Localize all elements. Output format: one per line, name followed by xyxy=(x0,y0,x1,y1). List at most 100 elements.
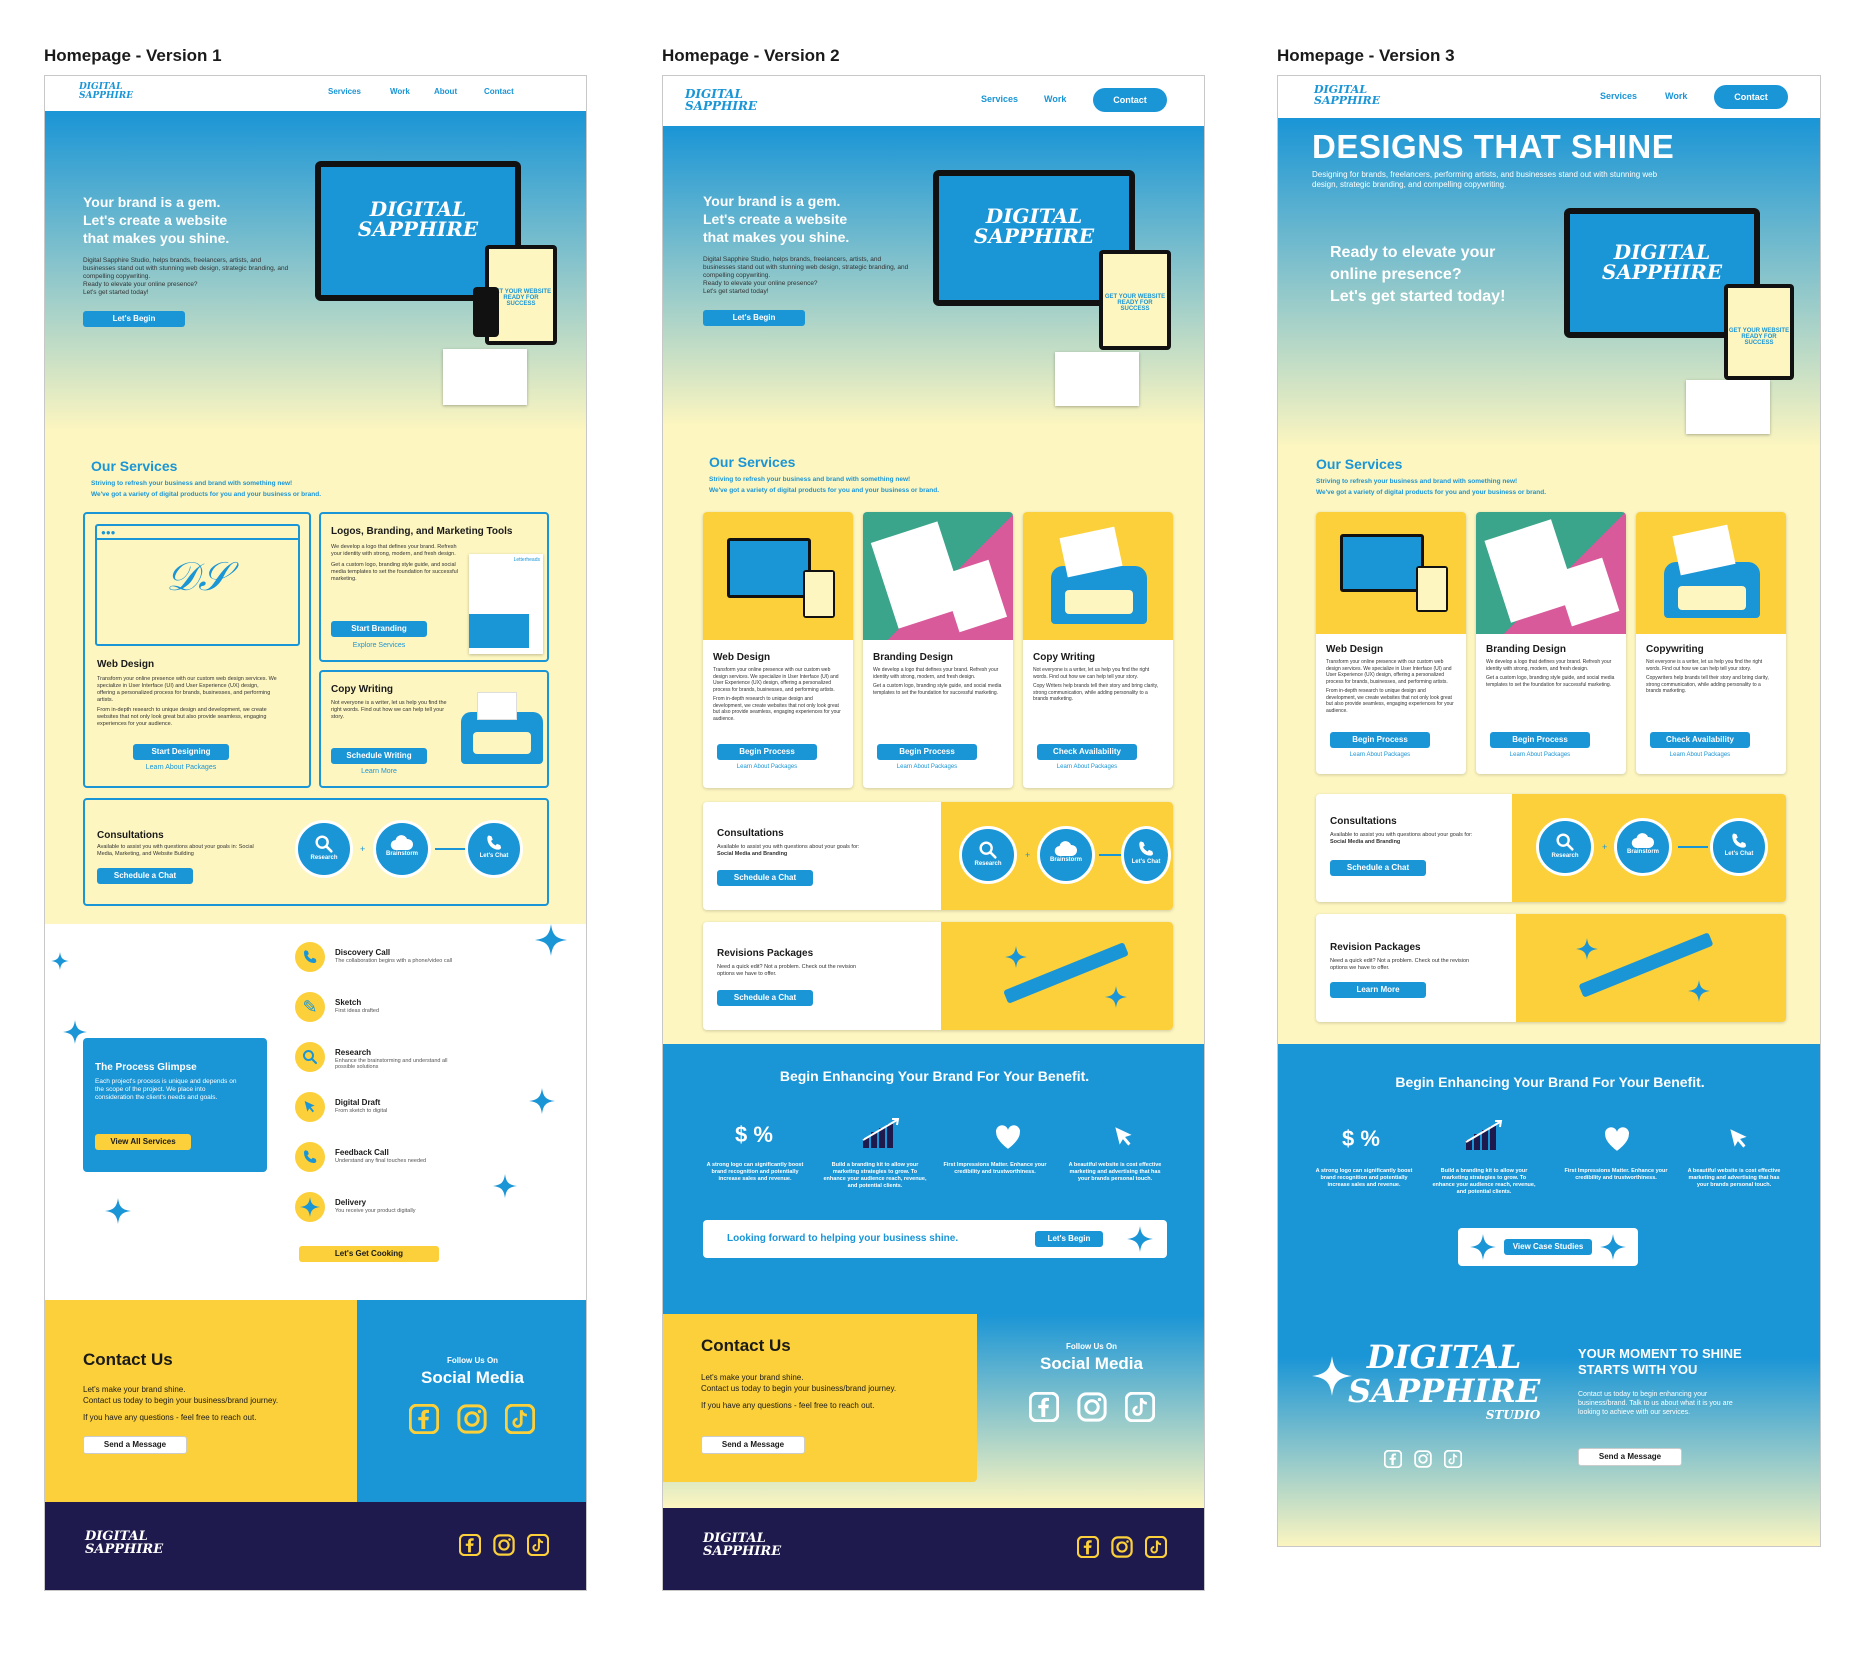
star-icon xyxy=(300,1197,320,1217)
lets-begin-button[interactable]: Let's Begin xyxy=(1035,1231,1103,1247)
send-message-button[interactable]: Send a Message xyxy=(1578,1448,1682,1466)
learn-about-packages-link[interactable]: Learn About Packages xyxy=(1669,752,1731,758)
facebook-icon[interactable] xyxy=(409,1404,439,1434)
star-icon xyxy=(105,1198,131,1224)
begin-process-button[interactable]: Begin Process xyxy=(1330,732,1430,748)
arrow xyxy=(435,848,465,850)
start-designing-button[interactable]: Start Designing xyxy=(133,744,229,760)
process-step: Digital Draft From sketch to digital xyxy=(295,1092,555,1142)
web-design-body: Transform your online presence with our … xyxy=(713,667,841,722)
tiktok-icon[interactable] xyxy=(1125,1392,1155,1422)
learn-about-packages-link[interactable]: Learn About Packages xyxy=(1349,752,1411,758)
schedule-chat-button[interactable]: Schedule a Chat xyxy=(717,990,813,1006)
cursor-icon xyxy=(1111,1124,1137,1150)
send-message-button[interactable]: Send a Message xyxy=(701,1436,805,1454)
star-icon xyxy=(1470,1234,1496,1260)
learn-about-packages-link[interactable]: Learn About Packages xyxy=(896,764,958,770)
begin-process-button[interactable]: Begin Process xyxy=(1490,732,1590,748)
ds-monogram: 𝒟𝒮 xyxy=(166,554,229,600)
process-step: Feedback Call Understand any final touch… xyxy=(295,1142,555,1192)
learn-about-packages-link[interactable]: Learn About Packages xyxy=(1056,764,1118,770)
branding-design-card: Branding Design We develop a logo that d… xyxy=(863,512,1013,788)
phone-icon xyxy=(301,948,319,966)
explore-services-link[interactable]: Explore Services xyxy=(352,642,406,649)
copy-writing-body: Not everyone is a writer, let us help yo… xyxy=(1033,667,1159,702)
money-icon: $ % xyxy=(735,1122,773,1147)
tiktok-icon[interactable] xyxy=(1145,1536,1167,1558)
facebook-icon[interactable] xyxy=(1384,1450,1402,1468)
nav-work[interactable]: Work xyxy=(390,87,410,96)
star-icon xyxy=(1005,946,1027,968)
nav-contact-button[interactable]: Contact xyxy=(1714,85,1788,109)
nav-contact[interactable]: Contact xyxy=(484,87,514,96)
begin-process-button[interactable]: Begin Process xyxy=(717,744,817,760)
nav-services[interactable]: Services xyxy=(328,87,361,96)
nav-contact-button[interactable]: Contact xyxy=(1093,88,1167,112)
consultations-card: Consultations Available to assist you wi… xyxy=(1316,794,1786,902)
instagram-icon[interactable] xyxy=(1077,1392,1107,1422)
learn-about-packages-link[interactable]: Learn About Packages xyxy=(1509,752,1571,758)
web-design-title: Web Design xyxy=(97,659,155,670)
facebook-icon[interactable] xyxy=(1077,1536,1099,1558)
copywriting-title: Copywriting xyxy=(1646,644,1704,655)
begin-process-button[interactable]: Begin Process xyxy=(877,744,977,760)
facebook-icon[interactable] xyxy=(459,1534,481,1556)
schedule-writing-button[interactable]: Schedule Writing xyxy=(331,748,427,764)
learn-more-button[interactable]: Learn More xyxy=(1330,982,1426,998)
tiktok-icon[interactable] xyxy=(527,1534,549,1556)
web-design-card: ●●● 𝒟𝒮 Web Design Transform your online … xyxy=(83,512,311,788)
instagram-icon[interactable] xyxy=(457,1404,487,1434)
nav-work[interactable]: Work xyxy=(1044,94,1067,104)
research-step: Research xyxy=(959,826,1017,884)
nav-services[interactable]: Services xyxy=(1600,91,1638,101)
version-1-title: Homepage - Version 1 xyxy=(44,46,222,65)
learn-about-packages-link[interactable]: Learn About Packages xyxy=(145,764,217,771)
lets-begin-button[interactable]: Let's Begin xyxy=(703,310,805,326)
start-branding-button[interactable]: Start Branding xyxy=(331,621,427,637)
instagram-icon[interactable] xyxy=(1111,1536,1133,1558)
plus-sign: + xyxy=(1025,850,1031,860)
tiktok-icon[interactable] xyxy=(505,1404,535,1434)
schedule-chat-button[interactable]: Schedule a Chat xyxy=(97,868,193,884)
learn-about-packages-link[interactable]: Learn About Packages xyxy=(736,764,798,770)
view-case-studies-button[interactable]: View Case Studies xyxy=(1504,1239,1592,1255)
send-message-button[interactable]: Send a Message xyxy=(83,1436,187,1454)
tiktok-icon[interactable] xyxy=(1444,1450,1462,1468)
schedule-chat-button[interactable]: Schedule a Chat xyxy=(717,870,813,886)
copy-writing-title: Copy Writing xyxy=(331,684,394,695)
web-design-card: Web Design Transform your online presenc… xyxy=(1316,512,1466,774)
learn-more-link[interactable]: Learn More xyxy=(361,768,397,775)
instagram-icon[interactable] xyxy=(1414,1450,1432,1468)
lets-begin-button[interactable]: Let's Begin xyxy=(83,311,185,327)
hero-body: Digital Sapphire Studio, helps brands, f… xyxy=(703,256,909,295)
nav-work[interactable]: Work xyxy=(1665,91,1688,101)
star-icon xyxy=(1688,980,1710,1002)
instagram-icon[interactable] xyxy=(493,1534,515,1556)
nav-services[interactable]: Services xyxy=(981,94,1019,104)
web-design-body: Transform your online presence with our … xyxy=(1326,659,1454,714)
lets-get-cooking-button[interactable]: Let's Get Cooking xyxy=(299,1246,439,1262)
check-availability-button[interactable]: Check Availability xyxy=(1037,744,1137,760)
benefits-title: Begin Enhancing Your Brand For Your Bene… xyxy=(1395,1074,1705,1090)
schedule-chat-button[interactable]: Schedule a Chat xyxy=(1330,860,1426,876)
hero-sub: Designing for brands, freelancers, perfo… xyxy=(1312,170,1658,189)
facebook-icon[interactable] xyxy=(1029,1392,1059,1422)
logos-branding-title: Logos, Branding, and Marketing Tools xyxy=(331,526,513,537)
arrow xyxy=(1099,854,1121,856)
consultations-card: Consultations Available to assist you wi… xyxy=(83,798,549,906)
check-availability-button[interactable]: Check Availability xyxy=(1650,732,1750,748)
nav-about[interactable]: About xyxy=(434,87,458,96)
view-all-services-button[interactable]: View All Services xyxy=(95,1134,191,1150)
